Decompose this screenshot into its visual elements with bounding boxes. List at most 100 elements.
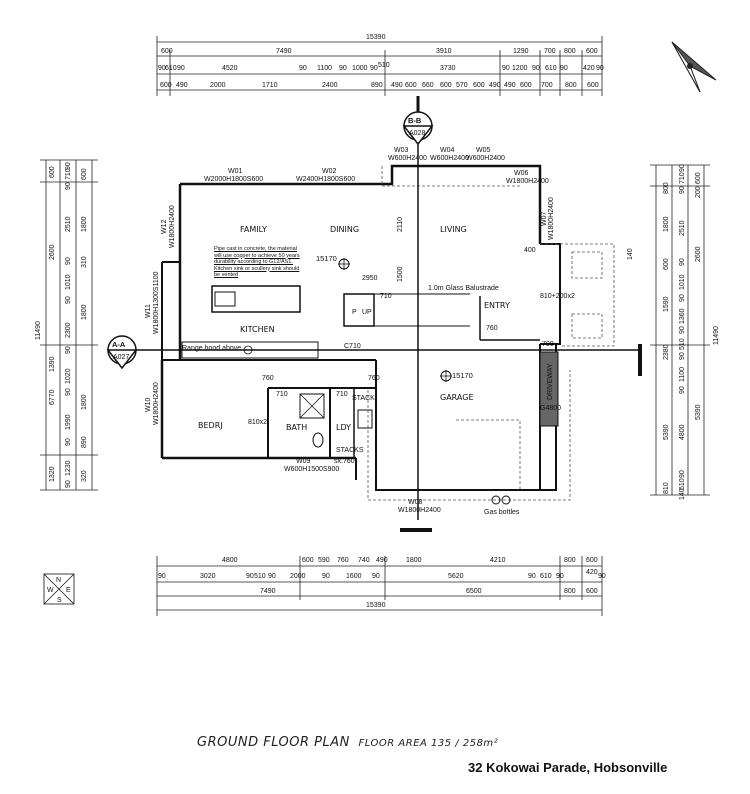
svg-text:600: 600 xyxy=(81,168,88,180)
level-1-label: 15170 xyxy=(316,254,337,263)
door-710-c: 710 xyxy=(336,391,348,398)
level-2-label: 15170 xyxy=(452,371,473,380)
svg-text:800: 800 xyxy=(564,557,576,564)
section-bb-label: B-B xyxy=(408,116,422,125)
svg-text:1290: 1290 xyxy=(513,48,529,55)
compass-e: E xyxy=(66,587,71,594)
svg-text:90: 90 xyxy=(322,573,330,580)
door-710-a: 710 xyxy=(380,293,392,300)
svg-text:700: 700 xyxy=(541,82,553,89)
svg-text:90: 90 xyxy=(679,470,686,478)
svg-text:1360: 1360 xyxy=(679,308,686,324)
svg-text:4800: 4800 xyxy=(679,424,686,440)
stair-up-label: UP xyxy=(362,309,372,316)
svg-text:90: 90 xyxy=(65,182,72,190)
room-bath: BATH xyxy=(286,423,307,432)
window-w03-size: W600H2400 xyxy=(388,155,427,162)
section-aa-label: A-A xyxy=(112,340,126,349)
top-total-dim: 15390 xyxy=(366,34,386,41)
shower-icon xyxy=(299,393,325,419)
svg-text:510: 510 xyxy=(679,338,686,350)
svg-text:610: 610 xyxy=(540,573,552,580)
floor-area-label: FLOOR AREA 135 / 258m² xyxy=(358,738,499,749)
svg-text:600: 600 xyxy=(302,557,314,564)
svg-text:6500: 6500 xyxy=(466,588,482,595)
bottom-dimension-lines xyxy=(156,556,603,616)
door-760-a: 760 xyxy=(486,325,498,332)
building-walls xyxy=(160,164,561,491)
svg-text:1010: 1010 xyxy=(679,274,686,290)
site-address: 32 Kokowai Parade, Hobsonville xyxy=(468,760,668,775)
svg-text:140: 140 xyxy=(679,488,686,500)
svg-text:90: 90 xyxy=(528,573,536,580)
kitchen-island xyxy=(211,285,301,313)
right-dim-row-1: 600 200 2600 5390 xyxy=(695,172,702,420)
bottom-dim-row-1: 4800 600 590 760 740 490 1800 4210 800 6… xyxy=(222,557,598,564)
svg-text:490: 490 xyxy=(504,82,516,89)
svg-text:490: 490 xyxy=(376,557,388,564)
left-dim-row-3: 600 1800 310 1800 1800 890 320 xyxy=(81,168,88,482)
svg-text:90: 90 xyxy=(679,326,686,334)
driveway-label: DRIVEWAY xyxy=(547,363,554,400)
svg-text:3020: 3020 xyxy=(200,573,216,580)
svg-text:90: 90 xyxy=(177,65,185,72)
garage-door-label: G4800 xyxy=(540,405,561,412)
window-w08: W08 xyxy=(408,499,423,506)
svg-text:760: 760 xyxy=(337,557,349,564)
svg-text:1230: 1230 xyxy=(65,460,72,476)
dim-2950: 2950 xyxy=(362,275,378,282)
svg-text:1990: 1990 xyxy=(65,414,72,430)
window-w06: W06 xyxy=(514,170,529,177)
compass-w: W xyxy=(47,587,54,594)
window-w10-size: W1800H2400 xyxy=(153,382,160,425)
svg-text:490: 490 xyxy=(391,82,403,89)
bottom-dim-row-2: 90 3020 90 510 90 2000 90 1600 90 5620 9… xyxy=(158,569,606,580)
svg-text:890: 890 xyxy=(81,436,88,448)
window-w08-size: W1800H2400 xyxy=(398,507,441,514)
window-w04: W04 xyxy=(440,147,455,154)
door-760-b: 760 xyxy=(262,375,274,382)
svg-text:1800: 1800 xyxy=(81,394,88,410)
svg-text:5390: 5390 xyxy=(695,404,702,420)
svg-text:2000: 2000 xyxy=(210,82,226,89)
svg-text:1800: 1800 xyxy=(81,304,88,320)
window-w07-size: W1800H2400 xyxy=(548,197,555,240)
svg-text:5620: 5620 xyxy=(448,573,464,580)
svg-text:490: 490 xyxy=(176,82,188,89)
svg-text:600: 600 xyxy=(473,82,485,89)
svg-text:590: 590 xyxy=(318,557,330,564)
svg-text:90: 90 xyxy=(679,186,686,194)
svg-text:90: 90 xyxy=(679,258,686,266)
section-lines xyxy=(132,144,642,532)
toilet-icon xyxy=(312,432,324,448)
svg-text:7490: 7490 xyxy=(260,588,276,595)
svg-text:4800: 4800 xyxy=(222,557,238,564)
svg-text:90: 90 xyxy=(370,65,378,72)
svg-text:90: 90 xyxy=(65,388,72,396)
svg-text:1800: 1800 xyxy=(406,557,422,564)
svg-text:600: 600 xyxy=(161,48,173,55)
svg-text:90: 90 xyxy=(158,65,166,72)
room-entry: ENTRY xyxy=(484,301,510,310)
left-total-dim: 11490 xyxy=(35,321,42,340)
svg-text:600: 600 xyxy=(586,557,598,564)
svg-text:1320: 1320 xyxy=(49,466,56,482)
svg-text:570: 570 xyxy=(456,82,468,89)
svg-text:890: 890 xyxy=(371,82,383,89)
svg-text:800: 800 xyxy=(564,588,576,595)
dim-140: 140 xyxy=(627,248,634,260)
svg-text:90: 90 xyxy=(532,65,540,72)
svg-text:600: 600 xyxy=(520,82,532,89)
svg-text:420: 420 xyxy=(586,569,598,576)
door-710-b: 710 xyxy=(276,391,288,398)
svg-text:700: 700 xyxy=(544,48,556,55)
svg-text:90: 90 xyxy=(679,386,686,394)
plan-title: GROUND FLOOR PLAN FLOOR AREA 135 / 258m² xyxy=(197,735,498,750)
section-aa-ref: A027 xyxy=(113,354,129,361)
window-w04-size: W600H2400 xyxy=(430,155,469,162)
svg-text:600: 600 xyxy=(440,82,452,89)
pipe-note: Pipe cast in concrete, the material will… xyxy=(214,246,300,278)
svg-text:600: 600 xyxy=(49,166,56,178)
window-w06-size: W1800H2400 xyxy=(506,178,549,185)
